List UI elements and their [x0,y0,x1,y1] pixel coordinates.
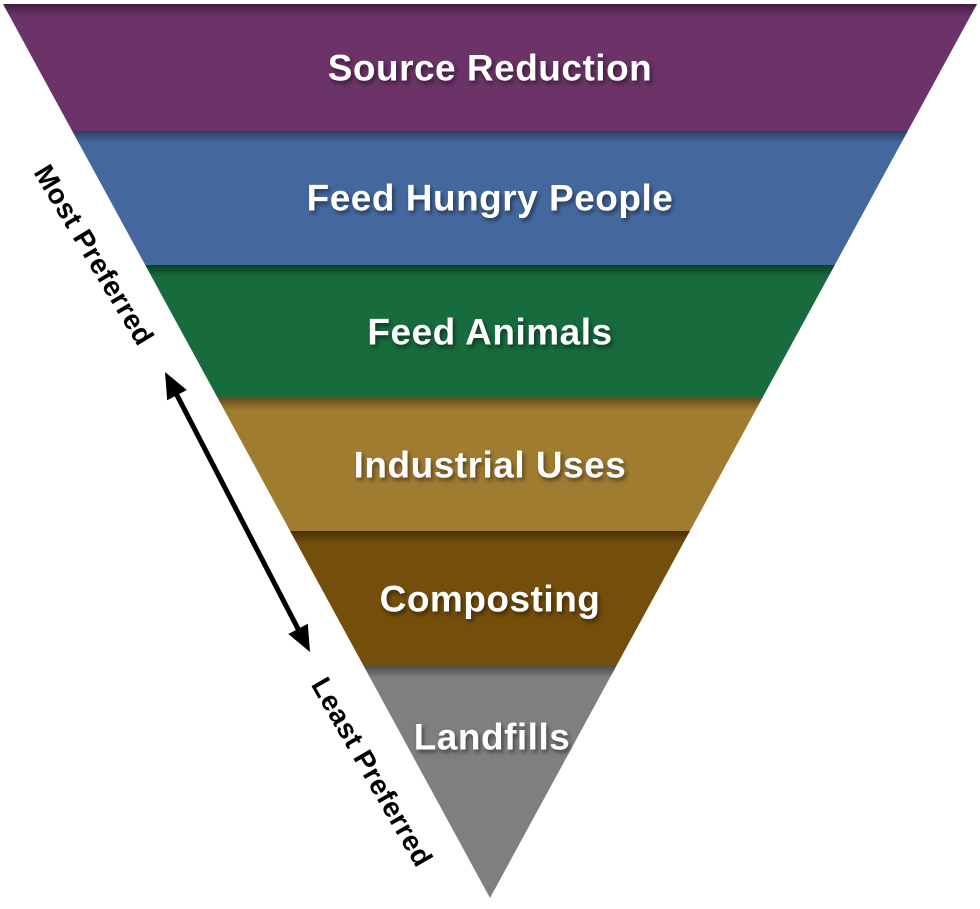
tier-label-feed-hungry-people: Feed Hungry People [307,178,674,219]
double-headed-arrow-icon [165,372,310,652]
tier-feed-hungry-people [72,131,908,265]
tier-landfills [363,666,617,898]
tier-label-industrial-uses: Industrial Uses [354,445,627,486]
tier-label-landfills: Landfills [414,717,571,758]
arrow-shaft [171,388,304,636]
tier-composting [290,531,690,666]
tier-top-shadow [145,265,835,277]
tier-feed-animals [145,265,835,398]
tier-industrial-uses [217,398,763,531]
tier-label-feed-animals: Feed Animals [367,312,612,353]
tier-top-shadow [3,4,977,16]
tier-top-shadow [290,531,690,543]
tier-label-source-reduction: Source Reduction [328,48,653,89]
arrow-head-down [288,623,310,652]
tier-label-composting: Composting [380,579,601,620]
tier-top-shadow [217,398,763,410]
tier-source-reduction [3,4,977,131]
tier-top-shadow [363,666,617,678]
arrow-head-up [165,372,187,401]
tier-top-shadow [72,131,908,143]
